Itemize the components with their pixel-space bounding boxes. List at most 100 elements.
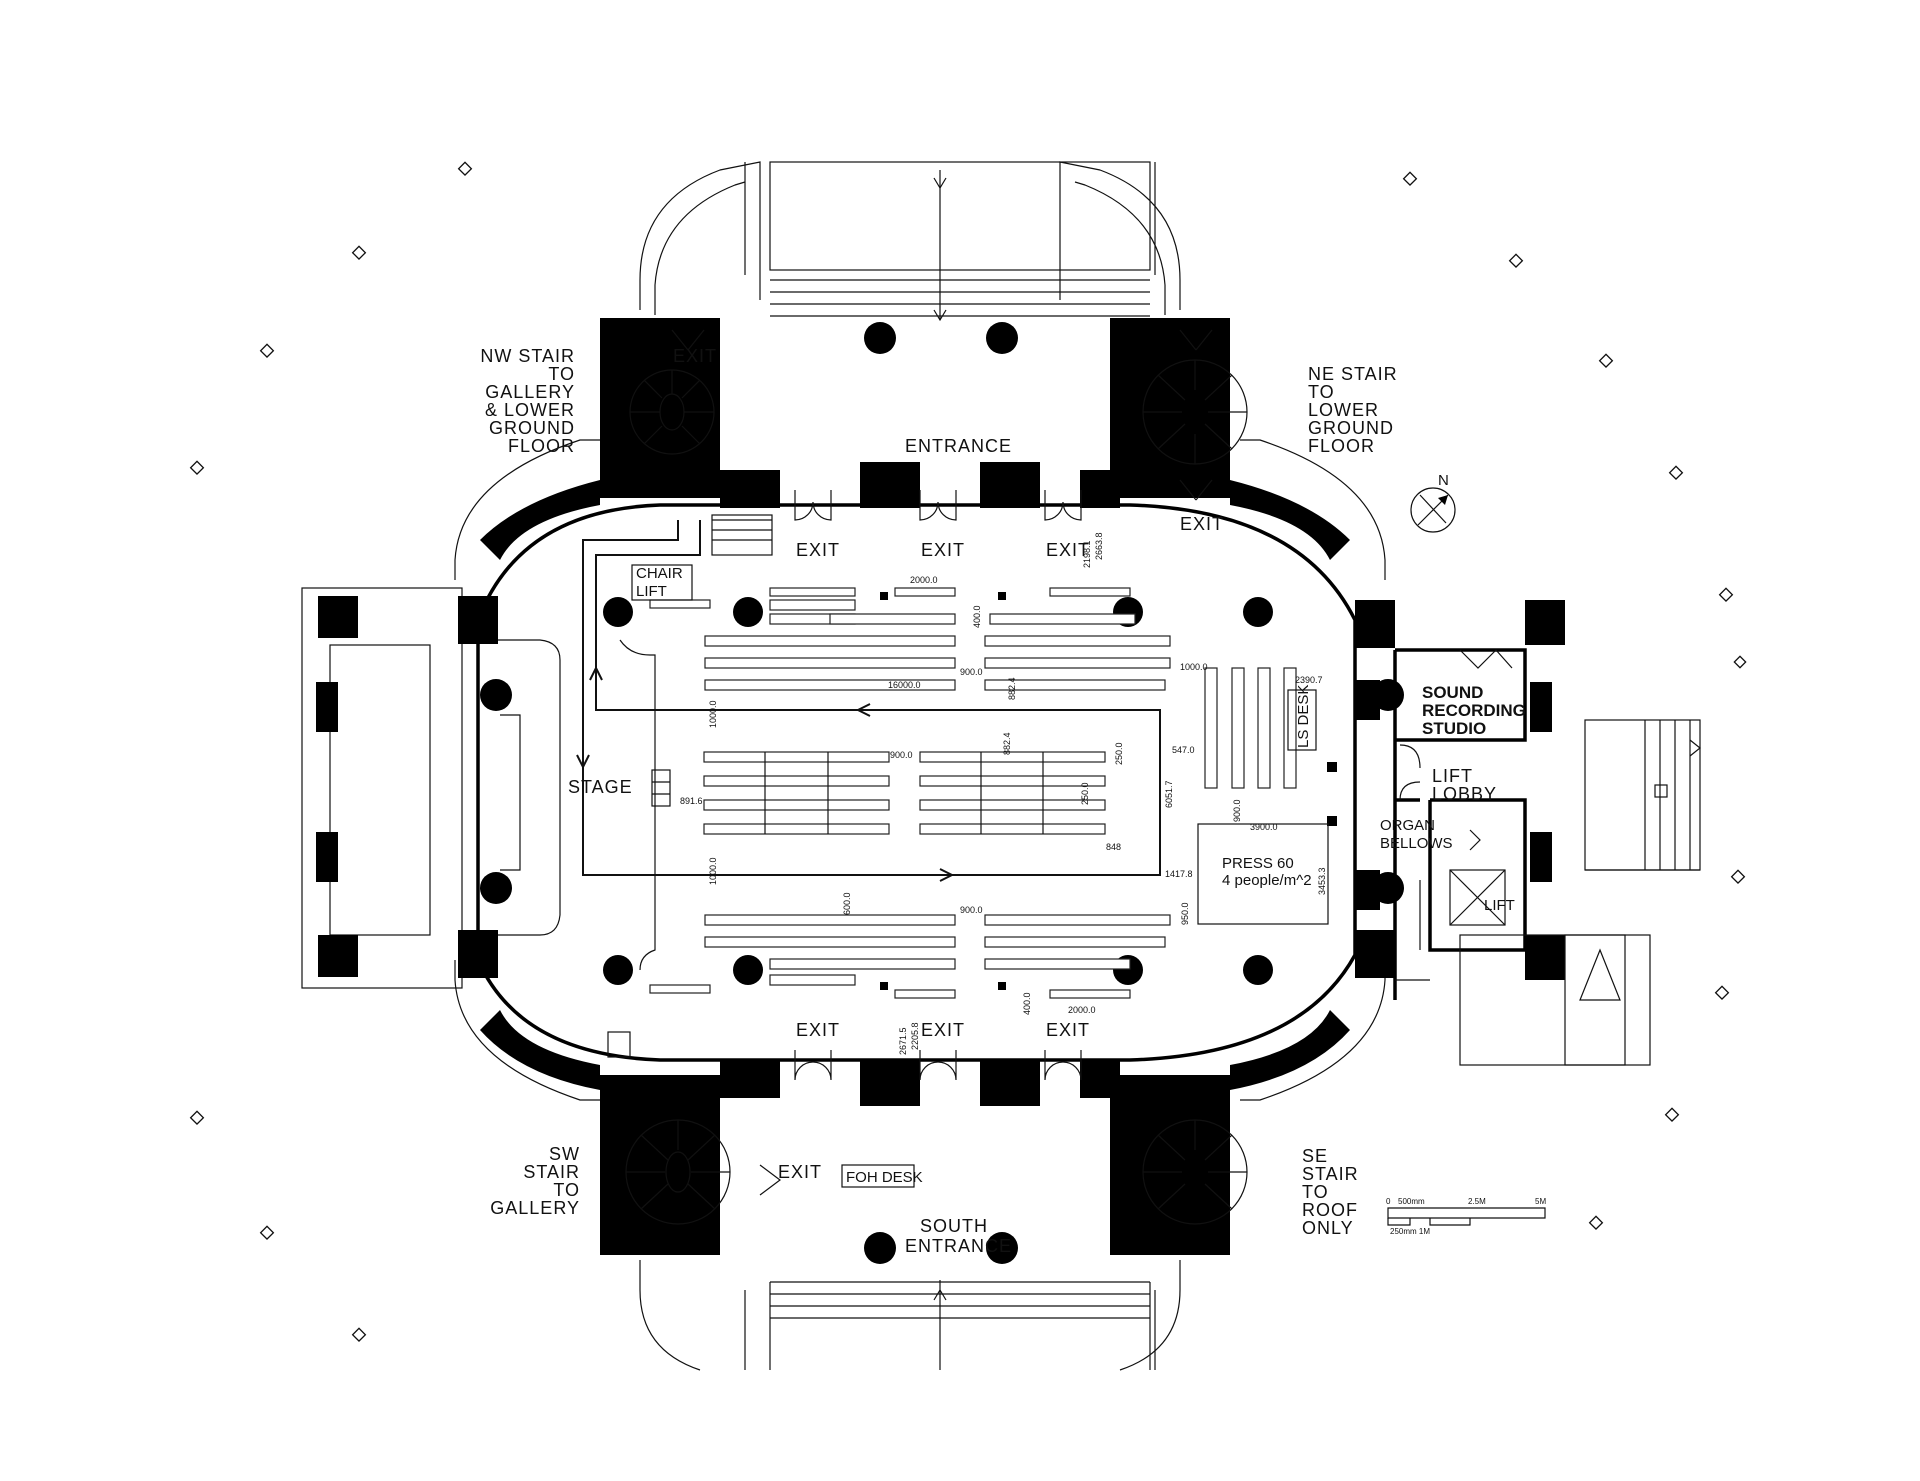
dimension-label: 400.0 <box>972 605 982 628</box>
dimension-annotations: 2000.0 400.0 2198.1 2663.8 900.0 882.4 1… <box>680 532 1327 1055</box>
dimension-label: 600.0 <box>842 892 852 915</box>
south-entrance-label-2: ENTRANCE <box>905 1236 1012 1256</box>
sw-stair-line: GALLERY <box>490 1198 580 1218</box>
dimension-label: 2671.5 <box>898 1027 908 1055</box>
lift-label: LIFT <box>1484 897 1515 914</box>
exit-label: EXIT <box>796 1020 840 1040</box>
dimension-label: 6051.7 <box>1164 780 1174 808</box>
foh-desk-label: FOH DESK <box>846 1169 923 1186</box>
lift-lobby-label-1: LIFT <box>1432 766 1473 786</box>
dimension-label: 2205.8 <box>910 1022 920 1050</box>
benches-centre <box>703 751 1106 835</box>
dimension-label: 547.0 <box>1172 745 1195 755</box>
sw-stair-line: TO <box>553 1180 580 1200</box>
dimension-label: 900.0 <box>890 750 913 760</box>
sound-studio-label-3: STUDIO <box>1422 719 1486 738</box>
se-stair-line: SE <box>1302 1146 1328 1166</box>
dimension-label: 16000.0 <box>888 680 921 690</box>
dimension-label: 882.4 <box>1002 732 1012 755</box>
ne-stair-line: GROUND <box>1308 418 1394 438</box>
ne-spiral-stair <box>1142 359 1248 465</box>
press-label-1: PRESS 60 <box>1222 855 1294 872</box>
dimension-label: 950.0 <box>1180 902 1190 925</box>
nw-stair-line: GROUND <box>489 418 575 438</box>
south-steps <box>744 1280 1156 1370</box>
nw-landing-stair <box>712 519 772 541</box>
exit-label: EXIT <box>921 540 965 560</box>
dimension-label: 900.0 <box>1232 799 1242 822</box>
sw-stair-line: STAIR <box>523 1162 580 1182</box>
sw-box <box>607 1031 631 1058</box>
stair-labels: NW STAIR TO GALLERY & LOWER GROUND FLOOR… <box>480 346 1398 1238</box>
nw-stair-line: FLOOR <box>508 436 575 456</box>
exit-label: EXIT <box>778 1162 822 1182</box>
dimension-label: 1417.8 <box>1165 869 1193 879</box>
stage-edge <box>619 639 656 971</box>
exit-label: EXIT <box>1046 1020 1090 1040</box>
entrance-label: ENTRANCE <box>905 436 1012 456</box>
dimension-label: 1000.0 <box>708 700 718 728</box>
scale-tick-label: 500mm <box>1398 1197 1425 1206</box>
chair-lift-label-2: LIFT <box>636 583 667 600</box>
dimension-label: 400.0 <box>1022 992 1032 1015</box>
east-rooms <box>1393 648 1527 1000</box>
scale-tick-label: 0 <box>1386 1197 1391 1206</box>
exit-label: EXIT <box>1046 540 1090 560</box>
doors <box>671 329 1213 1196</box>
ls-desk-label: LS DESK <box>1295 685 1312 748</box>
dimension-label: 3900.0 <box>1250 822 1278 832</box>
benches-south <box>649 914 1171 999</box>
se-stair-line: ROOF <box>1302 1200 1358 1220</box>
ne-stair-line: LOWER <box>1308 400 1379 420</box>
sw-spiral-stair <box>625 1119 731 1225</box>
stage-label: STAGE <box>568 777 633 797</box>
ne-stair-line: FLOOR <box>1308 436 1375 456</box>
nw-landing <box>711 514 773 556</box>
scale-bar <box>1387 1207 1546 1226</box>
nw-stair-line: GALLERY <box>485 382 575 402</box>
ne-stair-line: TO <box>1308 382 1335 402</box>
dimension-label: 250.0 <box>1080 782 1090 805</box>
sound-studio-label-2: RECORDING <box>1422 701 1526 720</box>
dimension-label: 891.6 <box>680 796 703 806</box>
lift-lobby-label-2: LOBBY <box>1432 784 1497 804</box>
sw-stair-line: SW <box>549 1144 580 1164</box>
se-stair-line: TO <box>1302 1182 1329 1202</box>
hall-walls <box>316 318 1565 1255</box>
sound-studio-label-1: SOUND <box>1422 683 1483 702</box>
east-external-stair <box>1459 719 1701 1066</box>
exit-label: EXIT <box>796 540 840 560</box>
north-label: N <box>1438 472 1449 489</box>
ne-stair-line: NE STAIR <box>1308 364 1398 384</box>
organ-bellows-label-1: ORGAN <box>1380 817 1435 834</box>
nw-stair-line: TO <box>548 364 575 384</box>
press-label-2: 4 people/m^2 <box>1222 872 1312 889</box>
chair-lift-box <box>631 564 693 601</box>
outer-walls <box>301 161 1386 1371</box>
north-arrow-icon <box>1410 487 1456 533</box>
dimension-label: 900.0 <box>960 667 983 677</box>
se-stair-line: STAIR <box>1302 1164 1359 1184</box>
se-stair-line: ONLY <box>1302 1218 1354 1238</box>
nw-stair-line: & LOWER <box>485 400 575 420</box>
nw-spiral-stair <box>629 369 715 455</box>
organ-bellows-label-2: BELLOWS <box>1380 835 1453 852</box>
scale-sub-label: 250mm 1M <box>1390 1227 1430 1236</box>
south-entrance-label-1: SOUTH <box>920 1216 988 1236</box>
dimension-label: 900.0 <box>960 905 983 915</box>
north-steps <box>744 161 1156 322</box>
scale-bar-labels: 0 500mm 2.5M 5M 250mm 1M <box>1386 1197 1546 1236</box>
dimension-label: 2000.0 <box>1068 1005 1096 1015</box>
scale-tick-label: 5M <box>1535 1197 1546 1206</box>
dimension-label: 2663.8 <box>1094 532 1104 560</box>
exit-label: EXIT <box>1180 514 1224 534</box>
foh-desk-box <box>841 1164 915 1188</box>
dimension-label: 1000.0 <box>1180 662 1208 672</box>
nw-stair-line: NW STAIR <box>480 346 575 366</box>
exit-label: EXIT <box>673 346 717 366</box>
ls-desk-box <box>1287 689 1317 751</box>
chair-lift-label-1: CHAIR <box>636 565 683 582</box>
benches-east <box>1204 667 1297 789</box>
exit-labels: EXIT EXIT EXIT EXIT EXIT EXIT EXIT EXIT … <box>673 346 1224 1182</box>
